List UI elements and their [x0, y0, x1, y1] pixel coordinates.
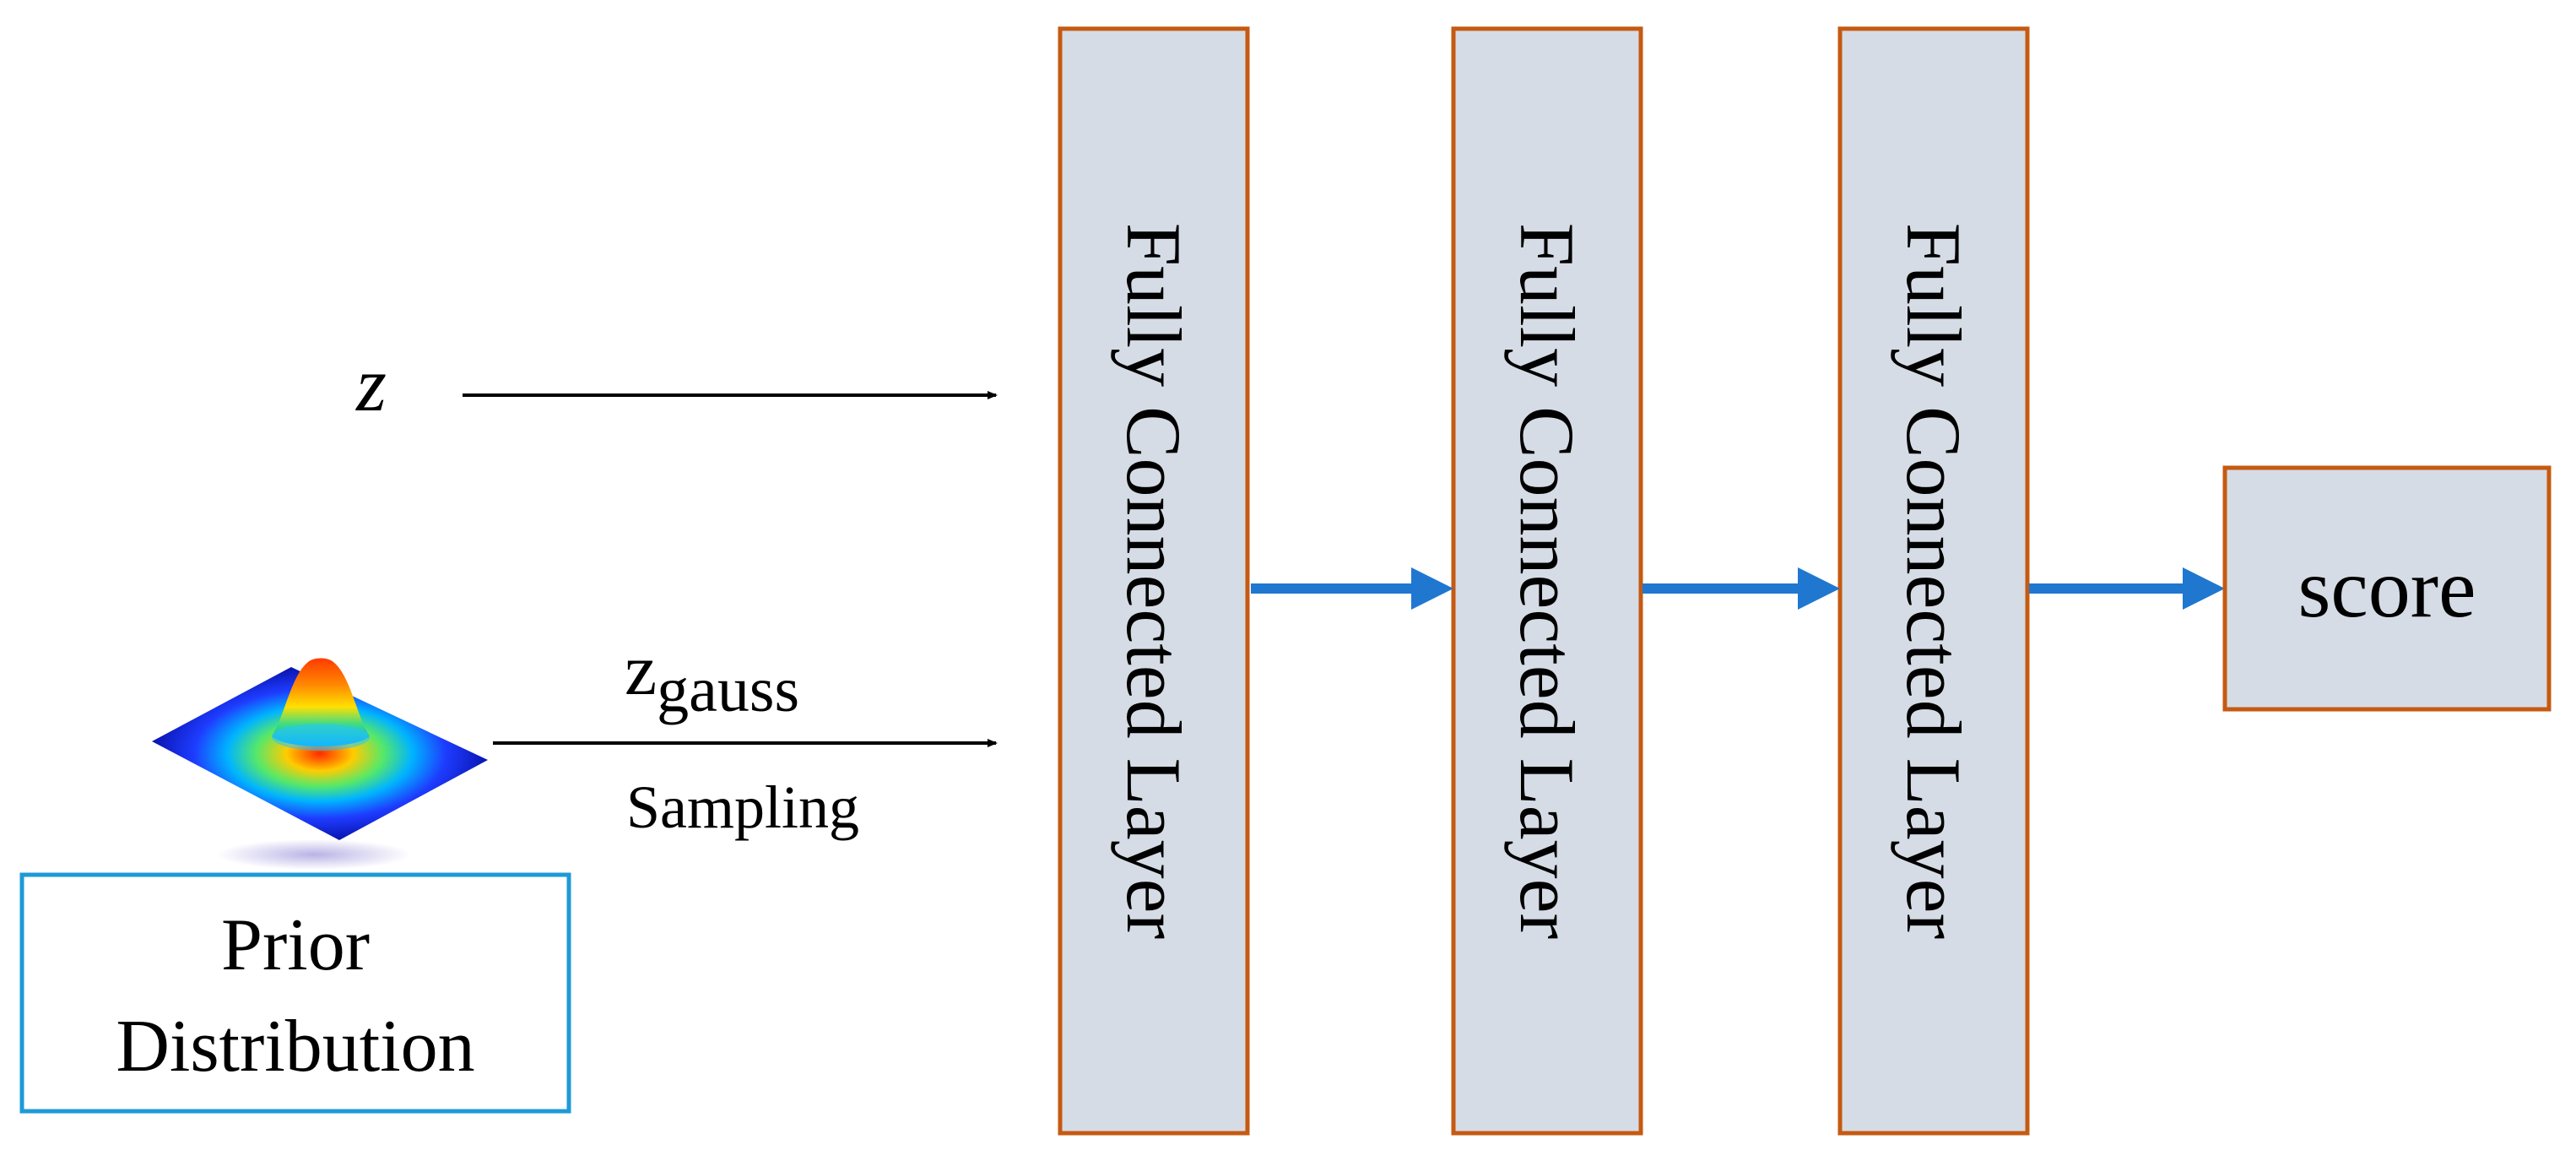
fc-layer-2-label: Fully Connected Layer	[1504, 223, 1590, 939]
zgauss-label: zgauss	[625, 629, 799, 725]
zgauss-subscript: gauss	[657, 654, 799, 725]
prior-label-line2: Distribution	[116, 1006, 474, 1088]
prior-label-line1: Prior	[221, 904, 370, 986]
fc-layer-3: Fully Connected Layer	[1837, 26, 2030, 1136]
score-output-box: score	[2222, 465, 2552, 712]
score-label: score	[2298, 541, 2476, 635]
layer-arrow-2	[1642, 567, 1840, 610]
layer-arrow-1	[1251, 567, 1453, 610]
fc-layer-3-label: Fully Connected Layer	[1891, 223, 1977, 939]
layer-arrow-3	[2029, 567, 2225, 610]
gaussian-surface-icon	[152, 658, 488, 870]
z-input-label: z	[354, 341, 387, 427]
sampling-label: Sampling	[626, 773, 859, 841]
fc-layer-1-label: Fully Connected Layer	[1111, 223, 1197, 939]
zgauss-main: z	[625, 629, 657, 710]
prior-distribution-box	[19, 872, 571, 1114]
fc-layer-2: Fully Connected Layer	[1451, 26, 1643, 1136]
fc-layer-1: Fully Connected Layer	[1058, 26, 1250, 1136]
